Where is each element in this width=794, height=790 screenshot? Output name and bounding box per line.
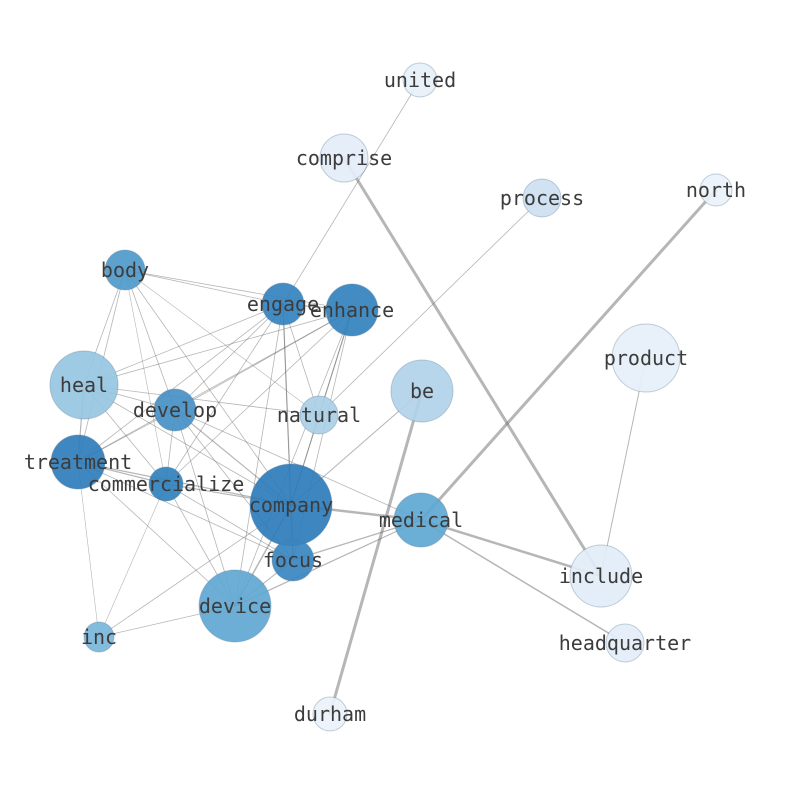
node-label-body: body xyxy=(101,258,149,282)
node-label-natural: natural xyxy=(277,403,361,427)
node-develop xyxy=(153,388,197,432)
node-label-device: device xyxy=(199,594,271,618)
edge-body-company xyxy=(124,269,292,506)
node-label-focus: focus xyxy=(263,548,323,572)
node-engage xyxy=(261,282,305,326)
edge-medical-include xyxy=(419,518,603,578)
node-label-company: company xyxy=(249,493,333,517)
edge-engage-commercialize xyxy=(165,303,284,485)
node-label-north: north xyxy=(686,178,746,202)
edge-engage-device xyxy=(234,303,284,607)
node-united xyxy=(402,62,438,98)
node-durham xyxy=(312,696,348,732)
node-include xyxy=(569,544,633,608)
edge-treatment-focus xyxy=(77,461,294,561)
edge-enhance-heal xyxy=(83,309,353,386)
edge-enhance-commercialize xyxy=(165,309,353,485)
edge-body-enhance xyxy=(124,269,353,311)
node-comprise xyxy=(319,133,369,183)
edge-be-durham xyxy=(328,389,424,716)
node-inc xyxy=(83,621,115,653)
edge-treatment-inc xyxy=(77,461,100,638)
edge-engage-develop xyxy=(174,303,284,411)
node-natural xyxy=(299,395,339,435)
edge-enhance-device xyxy=(234,309,353,607)
node-enhance xyxy=(325,283,379,337)
edge-product-include xyxy=(600,357,647,577)
node-label-enhance: enhance xyxy=(310,298,394,322)
node-label-include: include xyxy=(559,564,643,588)
edge-medical-headquarter xyxy=(420,519,626,644)
node-label-united: united xyxy=(384,68,456,92)
node-device xyxy=(198,569,272,643)
node-label-develop: develop xyxy=(133,398,217,422)
node-process xyxy=(522,178,562,218)
node-body xyxy=(104,249,146,291)
edge-engage-treatment xyxy=(77,303,284,463)
node-heal xyxy=(49,350,119,420)
node-label-heal: heal xyxy=(60,373,108,397)
node-label-durham: durham xyxy=(294,702,366,726)
edge-north-medical xyxy=(419,188,718,522)
node-product xyxy=(611,323,681,393)
node-label-treatment: treatment xyxy=(24,450,132,474)
node-focus xyxy=(271,538,315,582)
node-be xyxy=(390,359,454,423)
edge-commercialize-focus xyxy=(165,483,294,561)
node-label-be: be xyxy=(410,379,434,403)
edge-comprise-include xyxy=(342,156,603,578)
edge-enhance-treatment xyxy=(77,309,353,463)
edge-body-engage xyxy=(124,269,284,305)
edge-united-engage xyxy=(282,79,421,305)
node-north xyxy=(699,173,733,207)
node-treatment xyxy=(50,434,106,490)
node-headquarter xyxy=(605,623,645,663)
edge-heal-natural xyxy=(83,384,320,416)
edge-engage-heal xyxy=(83,303,284,386)
node-label-medical: medical xyxy=(379,508,463,532)
node-commercialize xyxy=(148,466,184,502)
node-label-engage: engage xyxy=(247,292,319,316)
node-label-process: process xyxy=(500,186,584,210)
edge-body-develop xyxy=(124,269,176,411)
edge-process-natural xyxy=(318,197,543,416)
node-label-inc: inc xyxy=(81,625,117,649)
node-label-comprise: comprise xyxy=(296,146,392,170)
node-label-product: product xyxy=(604,346,688,370)
edge-commercialize-inc xyxy=(98,483,167,638)
node-label-commercialize: commercialize xyxy=(88,472,245,496)
node-medical xyxy=(393,492,449,548)
edge-body-commercialize xyxy=(124,269,167,485)
node-label-headquarter: headquarter xyxy=(559,631,691,655)
